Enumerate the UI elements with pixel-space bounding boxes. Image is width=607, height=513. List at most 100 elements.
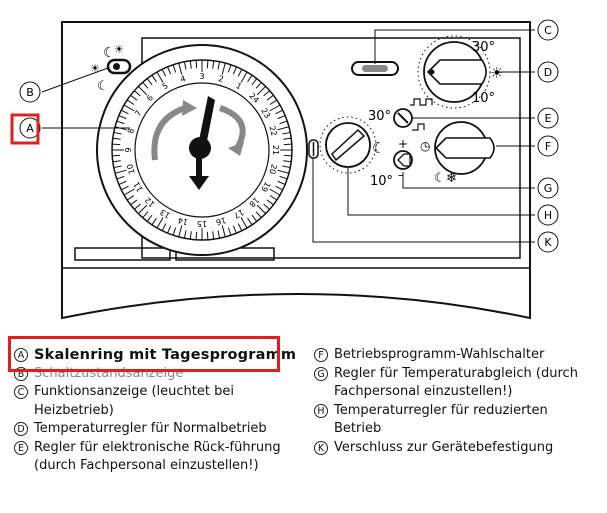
dial-tick [266,94,274,101]
dial-hour-label: 22 [267,125,278,137]
dial-tick [282,131,291,135]
dial-tick [121,109,129,115]
svg-text:K: K [544,236,552,249]
svg-text:A: A [26,122,34,135]
dial-tick [277,169,290,174]
dial-tick [269,99,278,105]
normal-temp-knob[interactable] [417,35,491,109]
dial-tick [283,154,292,157]
mounting-lock[interactable] [308,139,319,159]
temp-calibration-adjuster[interactable] [393,150,413,170]
dial-tick [221,62,226,75]
dial-tick-ring[interactable] [112,60,292,240]
legend-item-e: E Regler für elektronische Rück-führung … [14,439,304,476]
dial-tick [156,217,164,229]
svg-text:☾: ☾ [97,79,109,94]
legend-text: Schaltzustandsanzeige [34,365,184,381]
dial-tick [195,60,198,69]
legend-letter: F [314,348,328,362]
reduced-temp-knob[interactable] [319,116,377,174]
dial-hour-label: 19 [259,180,272,193]
dial-hour-label: 11 [132,180,145,193]
dial-tick [134,203,141,210]
dial-tick [247,217,253,226]
dial-tick [151,74,157,83]
dial-tick [237,69,243,77]
dial-hour-label: 8 [126,127,136,134]
dial-hour-label: 6 [145,93,155,103]
dial-hour-label: 2 [217,74,224,84]
dial-tick [130,94,138,101]
dial-tick [256,86,266,96]
dial-tick [118,180,127,185]
svg-text:☀: ☀ [90,62,100,75]
dial-hour-label: 15 [197,219,207,228]
legend-letter: K [314,440,328,455]
legend-letter: B [14,366,28,381]
legend-text: Betriebsprogramm-Wahlschalter [334,347,545,362]
dial-hour-label: 13 [159,207,172,220]
legend-text: Skalenring mit Tagesprogramm [34,347,297,363]
dial-tick [277,115,286,120]
program-selector-knob[interactable] [434,121,495,175]
dial-tick [151,217,157,226]
dial-tick [123,104,135,112]
dial-tick [167,225,172,234]
pointer-hub [189,137,211,159]
program-moon-icon: ☾ [434,171,446,186]
legend-letter: D [14,422,28,436]
dial-tick [282,165,291,169]
legend-left: A Skalenring mit Tagesprogramm B Schaltz… [14,346,304,476]
dial-tick [156,71,164,83]
dial-hour-label: 7 [133,109,143,118]
dial-tick [263,90,270,97]
dial-hour-label: 23 [259,107,272,120]
dial-tick [240,71,248,83]
dial-hour-label: 17 [232,207,245,220]
svg-text:B: B [26,86,34,99]
dial-tick [217,230,221,239]
dial-tick [113,131,122,135]
rotate-left-arrow [151,105,187,161]
dial-tick [279,175,288,180]
dial-tick [112,160,121,163]
svg-text:E: E [545,112,552,125]
legend-item-c: C Funktionsanzeige (leuchtet bei Heizbet… [14,383,304,420]
plus-label: + [398,137,408,151]
dial-tick [183,230,187,239]
dial-tick [251,78,258,86]
legend-right: F Betriebsprogramm-Wahlschalter G Regler… [314,346,599,457]
dial-tick [118,115,127,120]
dial-tick [121,185,129,191]
dial-tick [178,225,183,238]
dial-tick [167,66,172,75]
dial-tick [123,188,135,196]
svg-text:☀: ☀ [114,43,124,56]
legend-text: Funktionsanzeige (leuchtet bei Heizbetri… [34,384,234,418]
dial-tick [256,204,266,214]
dial-tick [112,154,121,157]
dial-tick [269,195,278,201]
callout-lines [41,29,535,243]
dial-tick [275,109,283,115]
dial-tick [212,231,215,240]
dial-tick [138,86,148,96]
dial-tick [255,211,262,218]
dial-tick [251,214,258,222]
dial-tick [161,69,167,77]
dial-tick [232,225,237,234]
dial-tick [240,217,248,229]
dial-tick [116,175,125,180]
dial-tick [275,185,283,191]
dial-tick [195,231,198,240]
dial-tick [161,223,167,231]
dial-tick [183,61,187,70]
legend-letter: C [14,385,28,399]
dial-tick [138,204,148,214]
dial-tick [206,231,209,240]
dial-hour-label: 3 [199,72,204,81]
dial-hour-label: 16 [215,215,227,226]
svg-text:C: C [544,24,552,37]
dial-tick [206,60,209,69]
